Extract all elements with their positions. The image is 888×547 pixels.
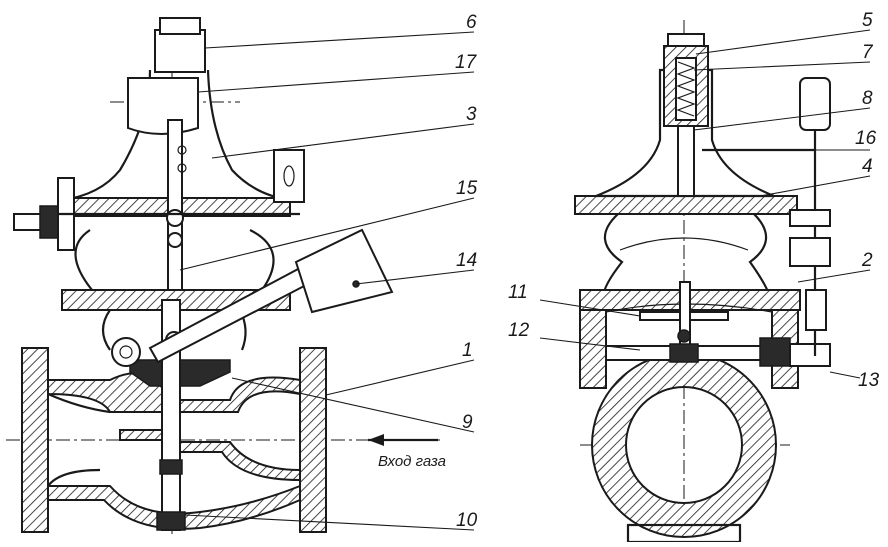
upper-flange-right [574,195,798,215]
inlet-arrow [368,434,384,446]
callout-numbers: 6 17 3 15 14 1 9 10 5 7 8 16 4 2 11 12 1… [378,10,880,531]
callout-5: 5 [862,10,873,31]
callout-10: 10 [456,510,478,531]
callout-3: 3 [466,104,477,125]
pivot-wheel [111,337,141,367]
counter-weight [294,228,394,314]
callout-7: 7 [862,42,874,63]
body-partition [119,429,301,482]
left-section-view [6,17,440,535]
side-knob-left [13,213,43,231]
callout-16: 16 [855,128,877,149]
right-section-view [574,20,831,544]
callout-2: 2 [861,250,873,271]
stem-nut [156,511,186,531]
outlet-right-flange [299,347,327,533]
callout-1: 1 [462,340,473,361]
upper-dome-right [595,68,775,198]
inlet-caption: Вход газа [378,453,446,470]
callout-8: 8 [862,88,873,109]
callout-15: 15 [456,178,478,199]
leader-lines [179,29,871,531]
end-cap-13 [789,343,831,367]
callout-17: 17 [455,52,478,73]
callout-14: 14 [456,250,477,271]
side-bracket-right [273,149,305,203]
spring-7 [676,61,696,117]
callout-6: 6 [466,12,477,33]
callout-9: 9 [462,412,473,433]
callout-4: 4 [862,156,873,177]
float-vessel [799,77,831,131]
top-cap [154,29,206,73]
callout-13: 13 [858,370,880,391]
inner-rod [167,119,183,291]
callout-11: 11 [508,282,528,303]
inlet-left-flange [21,347,49,533]
weight-block [127,77,199,135]
callout-12: 12 [508,320,530,341]
